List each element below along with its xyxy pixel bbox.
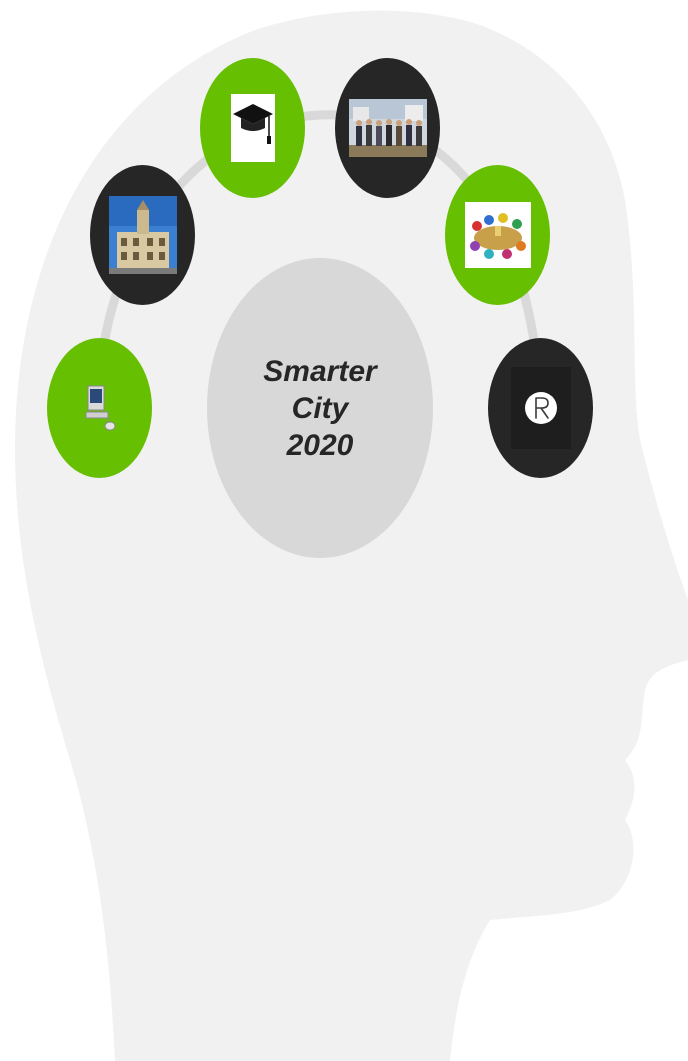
r-logo-icon bbox=[510, 367, 571, 449]
meeting-table-icon bbox=[464, 202, 531, 268]
computer-icon bbox=[77, 380, 122, 436]
computer-node bbox=[47, 338, 152, 478]
group-photo-node bbox=[335, 58, 440, 198]
center-circle: Smarter City 2020 bbox=[207, 258, 433, 558]
town-hall-photo bbox=[108, 196, 177, 274]
graduation-node bbox=[200, 58, 305, 198]
group-photo bbox=[348, 99, 427, 157]
center-line-3: 2020 bbox=[286, 428, 354, 462]
meeting-node bbox=[445, 165, 550, 305]
center-line-2: City bbox=[291, 391, 349, 425]
town-hall-node bbox=[90, 165, 195, 305]
logo-node bbox=[488, 338, 593, 478]
graduation-cap-icon bbox=[230, 94, 275, 162]
center-line-1: Smarter bbox=[263, 354, 377, 388]
